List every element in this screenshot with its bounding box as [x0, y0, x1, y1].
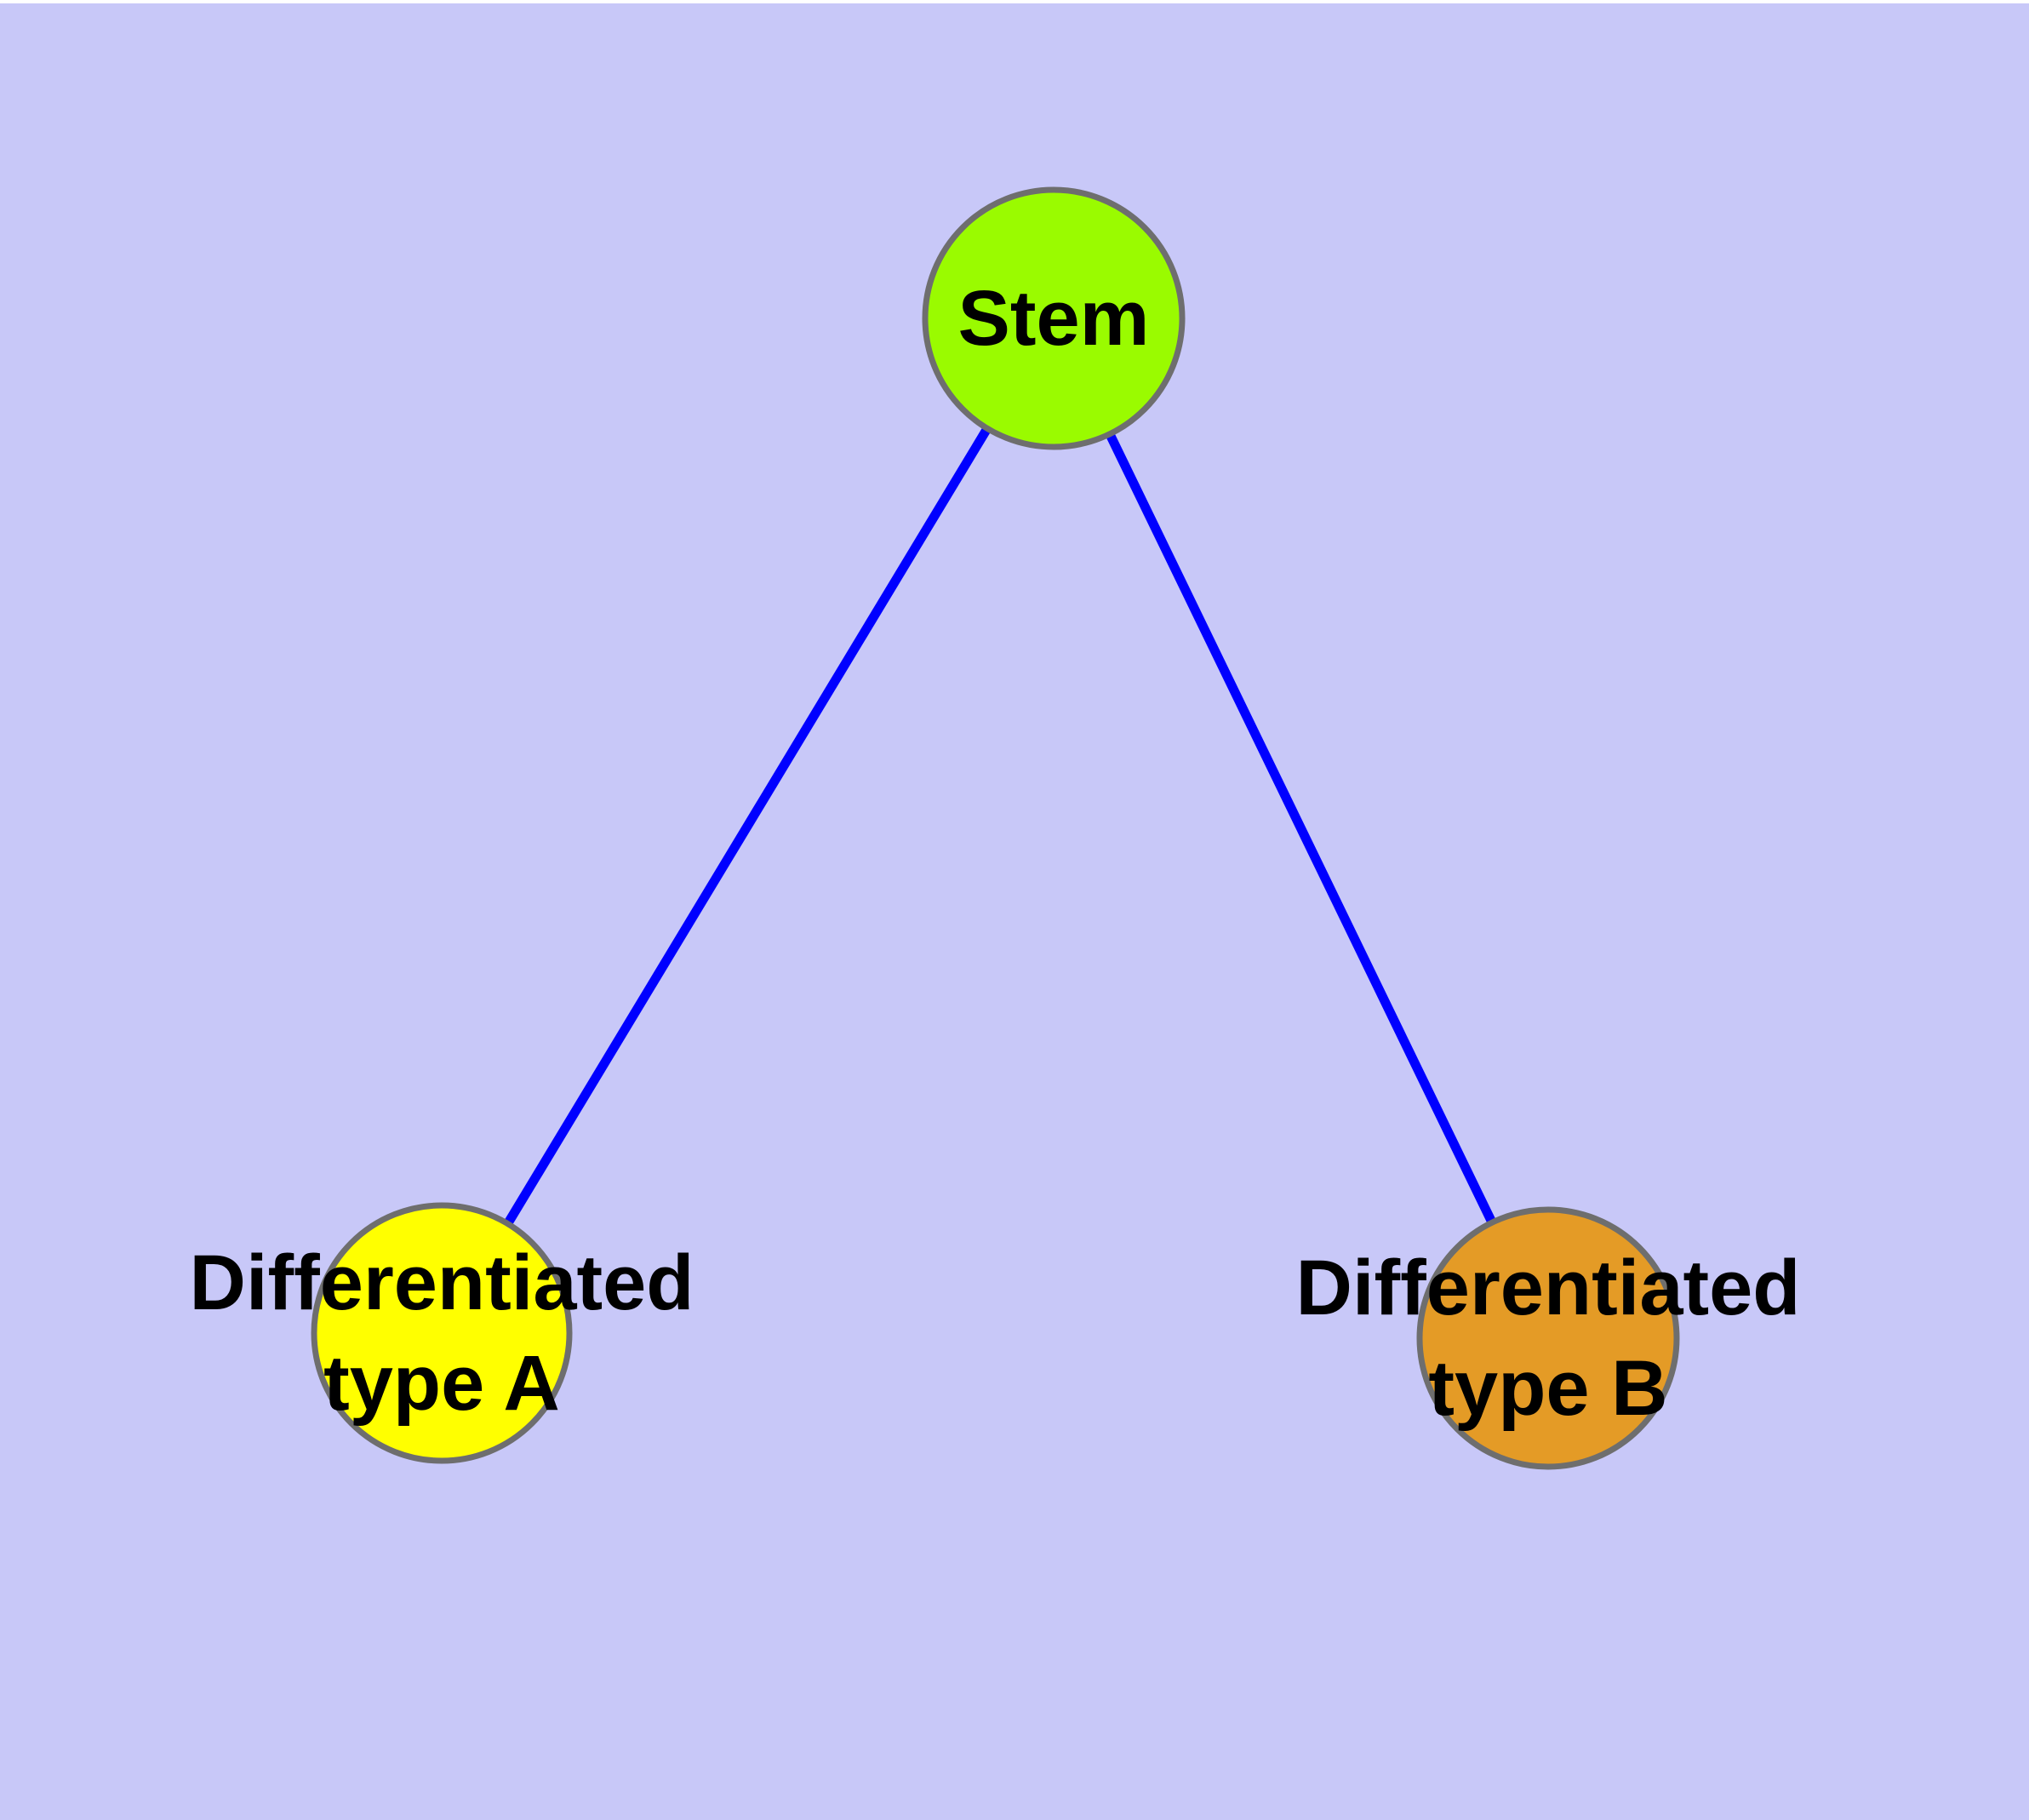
edge-stem-to-type-b	[1049, 316, 1552, 1341]
node-type-a-label-line1: Differentiated	[190, 1239, 694, 1326]
node-stem-circle	[922, 186, 1186, 450]
edge-stem-to-type-a	[437, 316, 1058, 1336]
node-type-b-circle	[1416, 1206, 1680, 1470]
node-type-b-label-line1: Differentiated	[1296, 1245, 1801, 1331]
node-stem-label: Stem	[958, 275, 1150, 362]
top-edge-strip	[0, 0, 2029, 3]
node-type-b-label-line2: type B	[1428, 1345, 1667, 1432]
node-type-a-circle	[311, 1202, 573, 1464]
node-type-a-label-line2: type A	[323, 1340, 560, 1427]
